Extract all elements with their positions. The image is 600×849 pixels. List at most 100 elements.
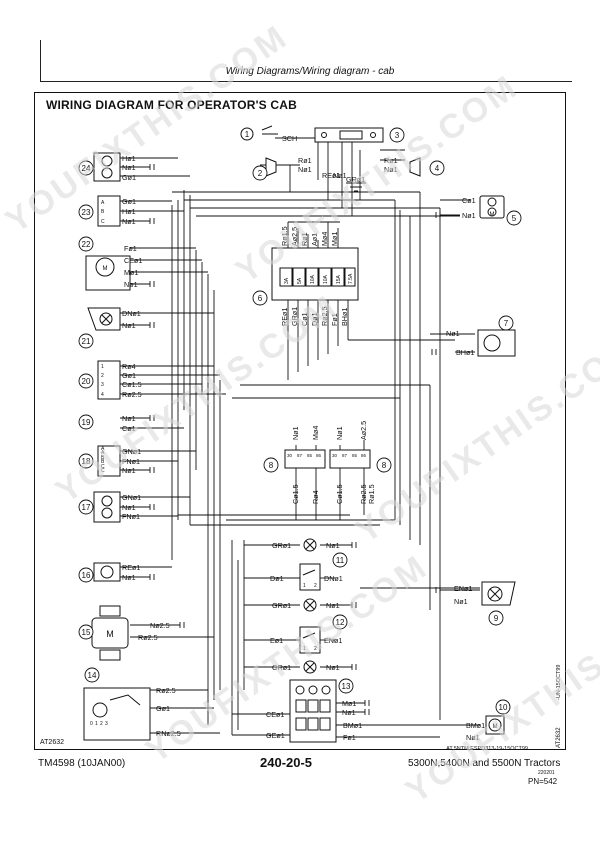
wire-label: Nø1 [326, 601, 340, 610]
callout-circle [488, 610, 504, 626]
fuse-rating: 3A [284, 277, 290, 284]
wire-label: Fø1 [343, 733, 356, 742]
callout-circle [252, 165, 268, 181]
wire-label: Hø1 [122, 207, 136, 216]
wire-label: Nø1 [124, 280, 138, 289]
wire-label: Nø1 [384, 165, 398, 174]
connector-pin: B [101, 459, 105, 465]
wire-label: Cø1 [122, 424, 136, 433]
connector-pin: C [101, 468, 105, 474]
wire-label: Dø1 [270, 574, 284, 583]
wire-label: Nø1 [466, 733, 480, 742]
wire-label: GRø1 [290, 307, 299, 326]
callout-number: 8 [382, 461, 387, 470]
switch-14 [83, 687, 151, 741]
callout-number: 3 [395, 131, 400, 140]
wire-label: RNø2.5 [156, 729, 181, 738]
fuse-rating: 5A [297, 277, 303, 284]
wire-label: Nø1 [122, 163, 136, 172]
callout-number: 9 [494, 614, 499, 623]
callout-circle [332, 614, 348, 630]
callout-circle [78, 624, 94, 640]
callout-circle [78, 204, 94, 220]
motor-symbol: M [490, 212, 495, 218]
callout-1 [240, 127, 254, 141]
callout-number: 12 [336, 618, 345, 627]
wire-label: Rø2.5 [359, 484, 368, 504]
motor-symbol: M [103, 266, 108, 272]
callout-number: 11 [336, 556, 345, 565]
fuse-rating: 10A [323, 274, 329, 284]
wire-label: Aø2.5 [290, 227, 299, 246]
wire-label: REø1 [122, 563, 140, 572]
relay-pin: 85 [307, 453, 313, 458]
wire-label: Nø1 [333, 171, 347, 180]
wire-label: GNø1 [122, 493, 141, 502]
switch-pin: 2 [314, 583, 317, 589]
wire-label: BHø1 [456, 348, 474, 357]
connector-pin: A [101, 200, 105, 206]
connector-pin: A [101, 450, 105, 456]
callout-circle [498, 315, 514, 331]
wire-label: Nø1 [122, 321, 136, 330]
relay-pin: 30 [332, 453, 338, 458]
switch-pin: 1 [303, 646, 306, 652]
wire-label: Eø1 [270, 636, 283, 645]
callout-circle [252, 290, 268, 306]
wire-label: Nø1 [122, 573, 136, 582]
callout-circle [389, 127, 405, 143]
wire-label: Cø1.5 [335, 484, 344, 504]
connector-pin: B [101, 209, 105, 215]
reference-code: AT2632 [40, 739, 64, 746]
switch-pin: 2 [314, 646, 317, 652]
wire-label: REø1 [280, 308, 289, 326]
wire-label: Rø2.5 [156, 686, 176, 695]
connector-pin: A [101, 446, 105, 452]
wire-label: Nø2.5 [150, 621, 170, 630]
wire-label: Rø1 [384, 156, 398, 165]
wire-label: Cø1 [462, 196, 476, 205]
callout-number: 2 [258, 169, 263, 178]
wire-label: Nø1 [326, 541, 340, 550]
callout-number: 22 [82, 240, 91, 249]
relay-pin: 86 [361, 453, 367, 458]
wire-label: Nø1 [122, 466, 136, 475]
wire-label: BHø1 [340, 308, 349, 326]
wire-label: Dø1 [310, 312, 319, 326]
fuse-rating: 15A [336, 274, 342, 284]
callout-circle [78, 160, 94, 176]
wire-label: Nø1 [291, 426, 300, 440]
wire-label: GRø1 [272, 663, 291, 672]
wire-label: Mø1 [124, 268, 138, 277]
wire-label: GNø1 [122, 447, 141, 456]
wire-label: ENø1 [324, 636, 342, 645]
relay-pin: 87 [297, 453, 303, 458]
callout-number: 6 [258, 294, 263, 303]
callout-circle [78, 373, 94, 389]
header-title: Wiring Diagrams/Wiring diagram - cab [225, 66, 395, 77]
wire-label: Rø1 [300, 232, 309, 246]
wire-label: Rø4 [122, 362, 136, 371]
wire-label: Mø4 [311, 426, 320, 440]
wire-label: FNø1 [122, 512, 140, 521]
callout-number: 15 [82, 628, 91, 637]
callouts [78, 127, 522, 715]
callout-circle [84, 667, 100, 683]
callout-number: 19 [82, 418, 91, 427]
footer-page-number: 240-20-5 [260, 755, 313, 770]
callout-number: 17 [82, 503, 91, 512]
wire-label: Nø1 [122, 503, 136, 512]
wire-label: DNø1 [122, 309, 141, 318]
wire-label: CEø1 [124, 256, 142, 265]
diagram-frame [34, 92, 566, 750]
wire-label: REø1 [322, 171, 340, 180]
connector-pin: 1 [101, 364, 104, 370]
speaker-right-icon [409, 157, 421, 177]
wire-label: Gø1 [122, 173, 136, 182]
wire-label: Nø1 [122, 217, 136, 226]
connector-pin: C [101, 464, 105, 470]
wire-label: Nø1 [298, 165, 312, 174]
callout-circle [506, 210, 522, 226]
